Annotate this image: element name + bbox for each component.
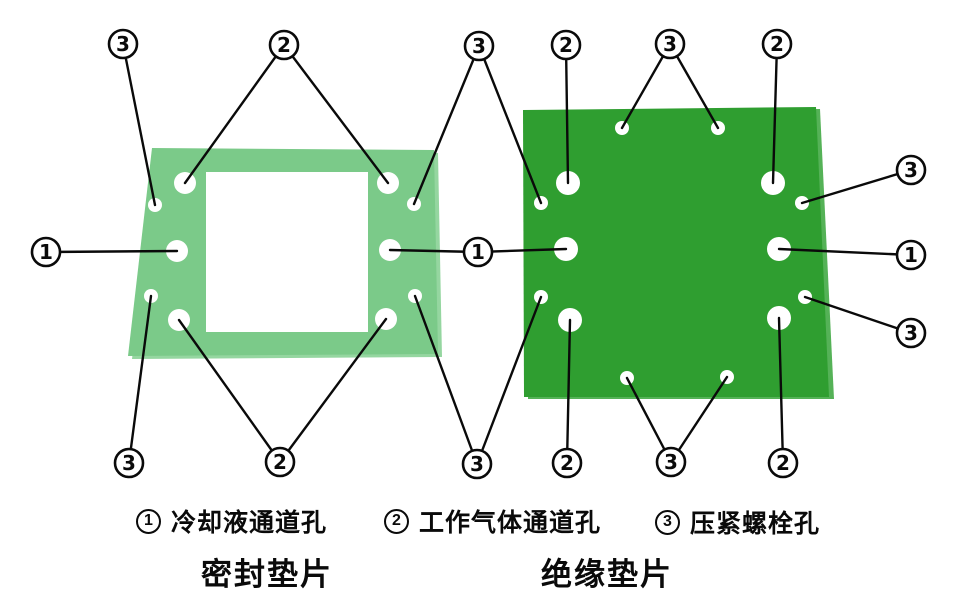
insulating-gasket-group: [523, 107, 834, 399]
callout-number: 3: [663, 32, 677, 56]
callout-number: 2: [776, 451, 790, 475]
legend-label-bolt: 压紧螺栓孔: [690, 510, 821, 538]
callout-circle: [463, 30, 495, 62]
legend-badge-3: 3: [655, 509, 680, 535]
callout-circle: [113, 447, 145, 479]
callout-circle: [895, 239, 927, 271]
legend-item-coolant: 1 冷却液通道孔: [136, 503, 327, 539]
leader-line: [44, 249, 179, 254]
leader-line: [564, 43, 570, 185]
callout-bubble-1: 1: [462, 236, 494, 268]
legend-badge-1: 1: [136, 508, 161, 534]
callout-number: 2: [273, 450, 287, 474]
callout-circle: [895, 317, 927, 349]
callout-bubble-3: 3: [895, 154, 927, 186]
leader-line: [278, 317, 388, 464]
leader-line: [771, 42, 779, 185]
callout-bubble-3: 3: [655, 446, 687, 478]
callout-circle: [761, 28, 793, 60]
insulating-gasket-title: 绝缘垫片: [541, 557, 673, 592]
callout-bubble-3: 3: [895, 317, 927, 349]
callout-bubble-1: 1: [895, 239, 927, 271]
callout-bubble-2: 2: [268, 29, 300, 61]
sealing-gasket-group: [128, 148, 442, 359]
callout-bubble-3: 3: [461, 448, 493, 480]
leader-line: [620, 42, 672, 130]
callout-bubble-2: 2: [551, 447, 583, 479]
legend-item-gas: 2 工作气体通道孔: [384, 503, 601, 539]
callout-number: 1: [471, 240, 485, 264]
callout-number: 3: [664, 450, 678, 474]
callout-circle: [462, 236, 494, 268]
callout-bubble-1: 1: [30, 236, 62, 268]
callout-number: 2: [560, 451, 574, 475]
leader-line: [777, 247, 913, 257]
leader-line: [412, 44, 481, 206]
callout-circle: [268, 29, 300, 61]
sealing-gasket-center-cutout: [206, 172, 368, 332]
leader-line: [477, 44, 543, 205]
callout-number: 3: [472, 34, 486, 58]
leader-line: [413, 294, 479, 466]
callout-number: 3: [904, 158, 918, 182]
callout-bubble-2: 2: [767, 447, 799, 479]
insulating-gasket-body: [523, 107, 829, 397]
legend-item-bolt: 3 压紧螺栓孔: [655, 504, 820, 540]
leader-line: [475, 295, 543, 466]
leader-line: [183, 43, 286, 185]
leader-line: [177, 318, 282, 464]
leader-line: [121, 42, 157, 207]
callout-number: 2: [770, 32, 784, 56]
leader-line: [800, 168, 913, 205]
callout-circle: [655, 446, 687, 478]
callout-bubble-2: 2: [264, 446, 296, 478]
callout-number: 3: [116, 32, 130, 56]
callout-bubbles: 3 2 3 1 1 3 2: [30, 28, 927, 480]
callout-bubble-3: 3: [654, 28, 686, 60]
callout-number: 3: [122, 451, 136, 475]
callout-bubble-3: 3: [107, 28, 139, 60]
leader-lines: [44, 42, 913, 466]
callout-circle: [767, 447, 799, 479]
callout-circle: [107, 28, 139, 60]
callout-bubble-3: 3: [463, 30, 495, 62]
callout-bubble-2: 2: [761, 28, 793, 60]
leader-line: [625, 376, 673, 464]
legend-label-gas: 工作气体通道孔: [419, 509, 602, 537]
leader-line: [282, 43, 390, 185]
callout-number: 3: [904, 321, 918, 345]
callout-bubble-2: 2: [550, 29, 582, 61]
callout-circle: [895, 154, 927, 186]
sealing-gasket-title: 密封垫片: [201, 557, 333, 592]
callout-circle: [550, 29, 582, 61]
callout-number: 1: [904, 243, 918, 267]
callout-circle: [551, 447, 583, 479]
callout-number: 2: [559, 33, 573, 57]
leader-line: [803, 295, 913, 335]
leader-line: [669, 375, 729, 464]
legend-label-coolant: 冷却液通道孔: [171, 509, 328, 537]
leader-line: [565, 318, 572, 465]
callout-number: 2: [277, 33, 291, 57]
legend-badge-2: 2: [384, 508, 409, 534]
leader-line: [127, 294, 153, 465]
callout-number: 1: [39, 240, 53, 264]
callout-circle: [654, 28, 686, 60]
leader-line: [777, 316, 785, 465]
callout-number: 3: [470, 452, 484, 476]
callout-circle: [264, 446, 296, 478]
callout-circle: [461, 448, 493, 480]
callout-bubble-3: 3: [113, 447, 145, 479]
leader-line: [668, 42, 720, 130]
callout-circle: [30, 236, 62, 268]
